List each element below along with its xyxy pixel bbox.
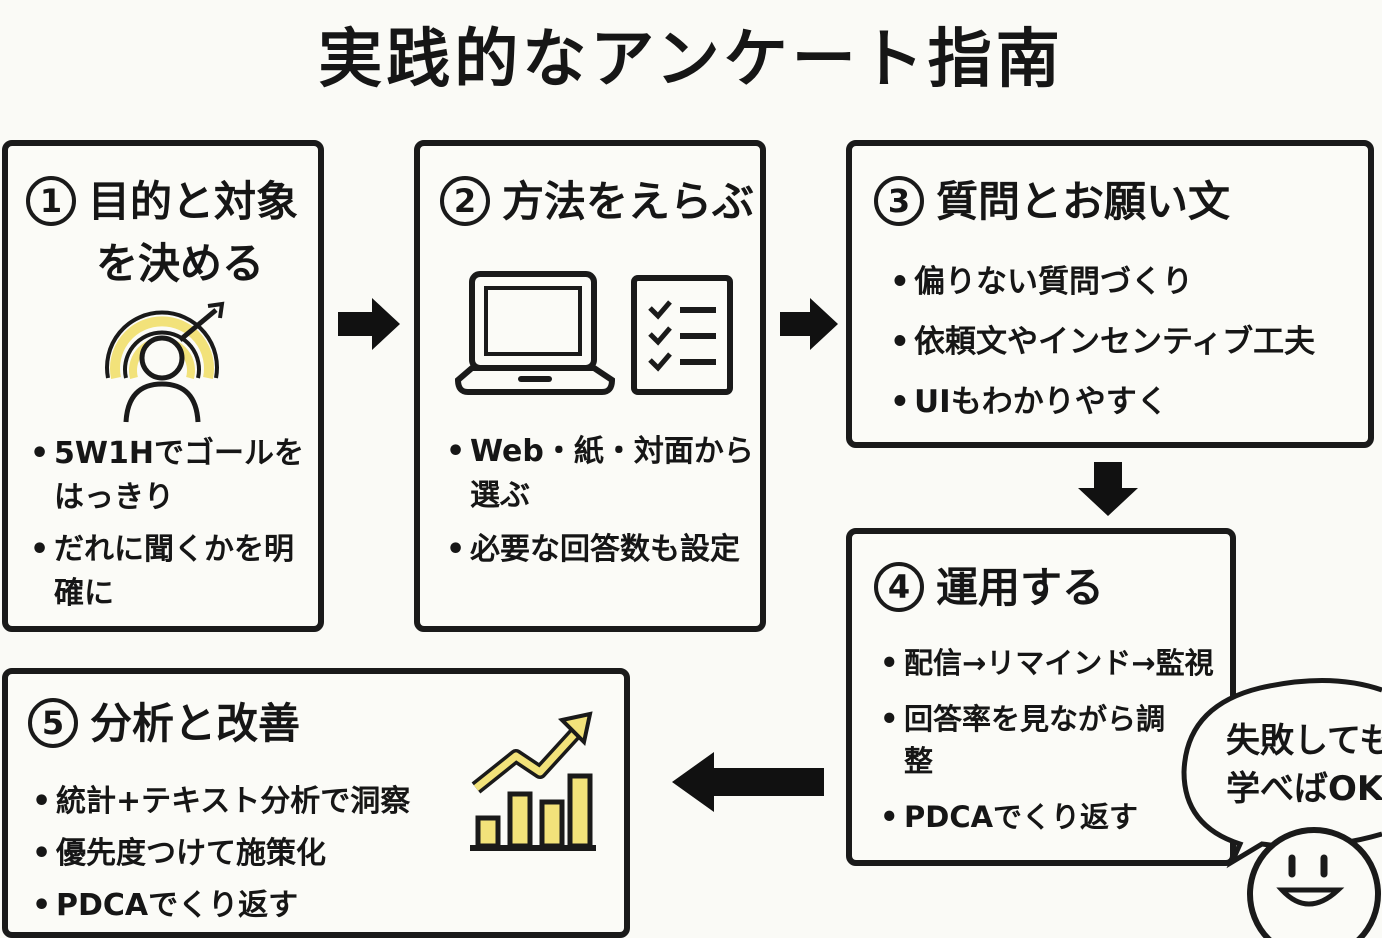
step-number-badge: 5 bbox=[28, 698, 78, 748]
bubble-line-2: 学べばOK bbox=[1226, 769, 1382, 809]
step-5-bullets: 統計+テキスト分析で洞察 優先度つけて施策化 PDCAでくり返す bbox=[30, 776, 460, 932]
list-item: 回答率を見ながら調整 bbox=[878, 698, 1174, 782]
list-item: 配信→リマインド→監視 bbox=[878, 642, 1228, 684]
step-number-badge: 4 bbox=[874, 562, 924, 612]
list-item: 統計+テキスト分析で洞察 bbox=[30, 776, 460, 828]
step-2-bullets: Web・紙・対面から選ぶ 必要な回答数も設定 bbox=[444, 430, 754, 572]
bubble-line-1: 失敗しても bbox=[1226, 721, 1382, 761]
step-number-badge: 2 bbox=[440, 176, 490, 226]
step-5-heading-text: 分析と改善 bbox=[90, 699, 301, 748]
step-1-heading-line1: 目的と対象 bbox=[88, 177, 299, 226]
step-3-bullets: 偏りない質問づくり 依頼文やインセンティブ工夫 UIもわかりやすく bbox=[888, 252, 1368, 432]
arrow-right-icon bbox=[780, 298, 838, 350]
step-number-badge: 3 bbox=[874, 176, 924, 226]
arrow-down-icon bbox=[1078, 462, 1138, 516]
step-number-badge: 1 bbox=[26, 176, 76, 226]
arrow-right-icon bbox=[338, 298, 400, 350]
list-item: 依頼文やインセンティブ工夫 bbox=[888, 312, 1368, 372]
target-person-icon bbox=[105, 301, 225, 423]
step-1-heading-line2: を決める bbox=[96, 239, 265, 288]
list-item: 5W1Hでゴールをはっきり bbox=[28, 432, 318, 520]
page-title: 実践的なアンケート指南 bbox=[318, 23, 1064, 97]
growth-chart-icon bbox=[470, 711, 596, 851]
step-2-heading-text: 方法をえらぶ bbox=[502, 177, 755, 226]
list-item: だれに聞くかを明確に bbox=[28, 528, 318, 616]
smiling-face-icon bbox=[1247, 827, 1381, 938]
laptop-icon bbox=[454, 271, 616, 395]
list-item: 必要な回答数も設定 bbox=[444, 528, 754, 572]
list-item: Web・紙・対面から選ぶ bbox=[444, 430, 754, 518]
list-item: 優先度つけて施策化 bbox=[30, 828, 460, 880]
list-item: PDCAでくり返す bbox=[30, 880, 460, 932]
step-1-bullets: 5W1Hでゴールをはっきり だれに聞くかを明確に bbox=[28, 432, 318, 616]
checklist-icon bbox=[631, 275, 733, 395]
arrow-left-icon bbox=[672, 752, 824, 812]
step-4-bullets: 配信→リマインド→監視 回答率を見ながら調整 PDCAでくり返す bbox=[878, 642, 1228, 838]
list-item: PDCAでくり返す bbox=[878, 796, 1228, 838]
step-4-heading-text: 運用する bbox=[936, 563, 1105, 612]
step-3-heading-text: 質問とお願い文 bbox=[936, 177, 1231, 226]
list-item: UIもわかりやすく bbox=[888, 372, 1368, 432]
list-item: 偏りない質問づくり bbox=[888, 252, 1368, 312]
